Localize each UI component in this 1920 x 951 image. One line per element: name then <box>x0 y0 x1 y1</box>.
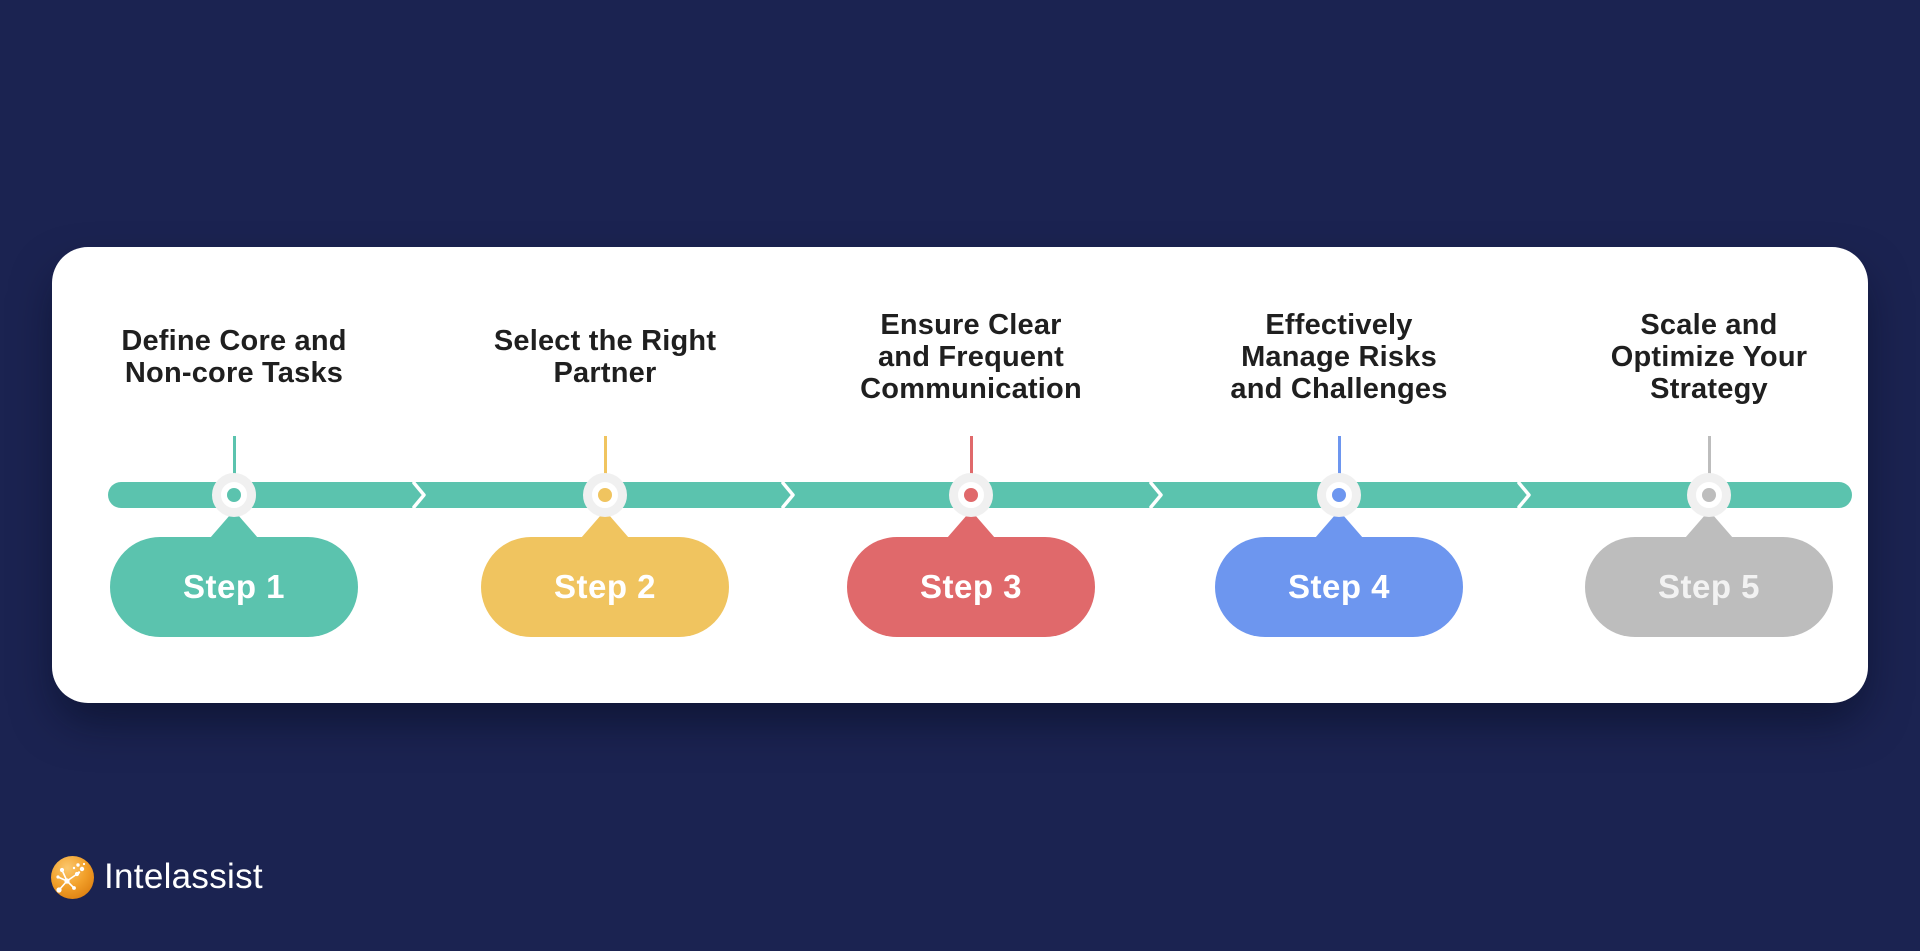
bubble-pointer <box>1681 511 1737 538</box>
step-title: Effectively Manage Risks and Challenges <box>1230 309 1448 405</box>
chevron-right-icon <box>777 480 799 510</box>
step-badge: Step 2 <box>481 537 729 637</box>
bubble-pointer <box>943 511 999 538</box>
chevron-right-icon <box>1513 480 1535 510</box>
connector-line <box>969 436 973 478</box>
marker-dot <box>964 488 978 502</box>
brand-name: Intelassist <box>104 857 263 896</box>
process-card: Define Core and Non-core Tasks Step 1 Se… <box>52 247 1868 703</box>
step-badge: Step 4 <box>1215 537 1463 637</box>
step-badge: Step 5 <box>1585 537 1833 637</box>
connector-line <box>603 436 607 478</box>
bubble-pointer <box>1311 511 1367 538</box>
marker-dot <box>1332 488 1346 502</box>
chevron-right-icon <box>408 480 430 510</box>
timeline-marker <box>1317 473 1361 517</box>
timeline-marker <box>583 473 627 517</box>
step-group-2: Select the Right Partner Step 2 <box>435 247 775 703</box>
step-group-1: Define Core and Non-core Tasks Step 1 <box>64 247 404 703</box>
connector-line <box>1707 436 1711 478</box>
marker-dot <box>227 488 241 502</box>
step-group-4: Effectively Manage Risks and Challenges … <box>1169 247 1509 703</box>
intelassist-logo-icon <box>51 855 94 899</box>
timeline-marker <box>212 473 256 517</box>
step-badge: Step 3 <box>847 537 1095 637</box>
step-title: Scale and Optimize Your Strategy <box>1610 309 1808 405</box>
step-badge: Step 1 <box>110 537 358 637</box>
bubble-pointer <box>206 511 262 538</box>
marker-dot <box>598 488 612 502</box>
step-group-3: Ensure Clear and Frequent Communication … <box>801 247 1141 703</box>
marker-dot <box>1702 488 1716 502</box>
step-title: Define Core and Non-core Tasks <box>121 325 347 389</box>
connector-line <box>232 436 236 478</box>
bubble-pointer <box>577 511 633 538</box>
step-title: Select the Right Partner <box>493 325 717 389</box>
step-title: Ensure Clear and Frequent Communication <box>860 309 1082 405</box>
timeline-marker <box>1687 473 1731 517</box>
brand-footer: Intelassist <box>50 853 263 901</box>
step-group-5: Scale and Optimize Your Strategy Step 5 <box>1539 247 1879 703</box>
connector-line <box>1337 436 1341 478</box>
timeline-marker <box>949 473 993 517</box>
chevron-right-icon <box>1145 480 1167 510</box>
